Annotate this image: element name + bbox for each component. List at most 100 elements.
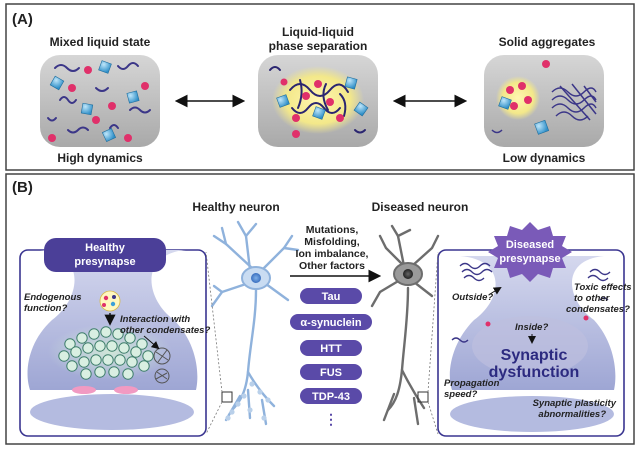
synaptic-vesicle [90,354,102,366]
synaptic-vesicle [80,368,92,380]
protein-pill-alpha-synuclein [290,314,372,330]
diseased-aggregates [451,262,611,343]
synaptic-vesicle-cluster [58,326,154,380]
healthy-neuron-label: Healthy neuron [192,200,279,214]
protein-tau: Tau [322,291,341,303]
myelin-beads [225,381,271,421]
protein-htt: HTT [320,343,342,355]
panel-a-label: (A) [12,11,33,28]
healthy-zoom-box [221,391,233,403]
synaptic-dysfunction-line2: dysfunction [489,364,580,381]
mixed-liquid-cubes [49,60,140,143]
synaptic-vesicle [78,356,90,368]
fibril-aggregate [491,83,597,134]
state-3-caption: Low dynamics [503,151,586,165]
synaptic-vesicle [58,350,70,362]
protein-pill-fus [300,364,362,380]
protein-fus: FUS [320,367,342,379]
inside-question: Inside? [515,322,548,333]
mixed-liquid-pink-dots [48,66,149,142]
synaptic-vesicle [114,354,126,366]
protein-pill-tau [300,288,362,304]
synaptic-vesicle [118,342,130,354]
synaptic-vesicle [106,340,118,352]
synaptic-vesicle [122,368,134,380]
synaptic-vesicle [66,360,78,372]
protein-list: Tau α-synuclein HTT FUS TDP-43 ⋮ [290,288,372,427]
myelin-bead [225,415,231,421]
state-3-title: Solid aggregates [499,35,596,49]
myelin-bead [249,381,255,387]
diseased-pink-dots [485,315,589,327]
solid-pink-dots [506,60,550,110]
synaptic-vesicle [130,346,142,358]
synaptic-vesicle [94,340,106,352]
plasticity-question-line2: abnormalities? [538,409,606,420]
synaptic-vesicle [138,360,150,372]
llps-pink-dots [280,78,344,138]
state-1-caption: High dynamics [57,151,143,165]
synaptic-vesicle [100,326,112,338]
propagation-question-line2: speed? [444,389,477,400]
synaptic-vesicle [136,338,148,350]
myelin-bead [241,393,247,399]
factor-line-1: Mutations, [306,224,359,236]
protein-alpha-synuclein: α-synuclein [300,317,361,329]
diseased-nucleus [403,269,413,279]
outside-question: Outside? [452,292,493,303]
state-1-title: Mixed liquid state [50,35,151,49]
synaptic-vesicle [82,342,94,354]
healthy-presynapse-title-line1: Healthy [85,242,126,254]
propagation-question-line1: Propagation [444,378,500,389]
endogenous-question-line2: function? [24,303,67,314]
endogenous-question-line1: Endogenous [24,292,82,303]
healthy-presynapse-header [44,238,166,272]
synaptic-vesicle [112,328,124,340]
synaptic-dysfunction-line1: Synaptic [501,347,568,364]
myelin-bead [247,407,253,413]
synapsin-condensate [99,290,121,312]
panel-b-label: (B) [12,179,33,196]
synaptic-vesicle [88,328,100,340]
synaptic-vesicle [76,332,88,344]
synaptic-vesicle [108,366,120,378]
synaptic-vesicle [102,354,114,366]
release-sites [72,386,138,394]
synaptic-vesicle [126,356,138,368]
interaction-question-line2: other condensates? [120,325,210,336]
state-2-title-line2: phase separation [269,39,368,53]
disrupted-vesicle-cluster [472,316,588,376]
healthy-presynapse-title-line2: presynapse [74,256,135,268]
outside-arrow [489,286,502,295]
protein-pill-htt [300,340,362,356]
toxic-question-line3: condensates? [566,304,630,315]
solid-cubes [498,96,550,135]
diseased-presynapse-header [488,222,572,282]
postsynaptic-membrane [30,394,194,430]
myelin-bead [265,397,271,403]
llps-network [269,66,366,134]
diseased-postsynaptic-membrane [450,396,614,432]
factor-line-3: Ion imbalance, [296,248,369,260]
protein-tdp43: TDP-43 [312,391,350,403]
diseased-zoom-box [417,391,429,403]
other-condensates [153,347,171,384]
toxic-question-line2: to other [574,293,611,304]
myelin-bead [261,415,267,421]
protein-list-ellipsis: ⋮ [324,411,338,427]
mixed-liquid-box [40,55,160,147]
synaptic-vesicle [64,338,76,350]
diseased-zoom-lines [427,251,439,435]
mixed-liquid-molecules [47,62,151,134]
factor-line-4: Other factors [299,260,365,272]
diseased-neuron-label: Diseased neuron [372,200,469,214]
diseased-presynapse-title-line1: Diseased [506,239,554,251]
toxic-question-line1: Toxic effects [574,282,632,293]
protein-pill-tdp43 [300,388,362,404]
synaptic-vesicle [70,346,82,358]
diseased-presynapse-title-line2: presynapse [499,253,560,265]
synaptic-vesicle [124,332,136,344]
myelin-bead [257,389,263,395]
synaptic-vesicle [142,350,154,362]
